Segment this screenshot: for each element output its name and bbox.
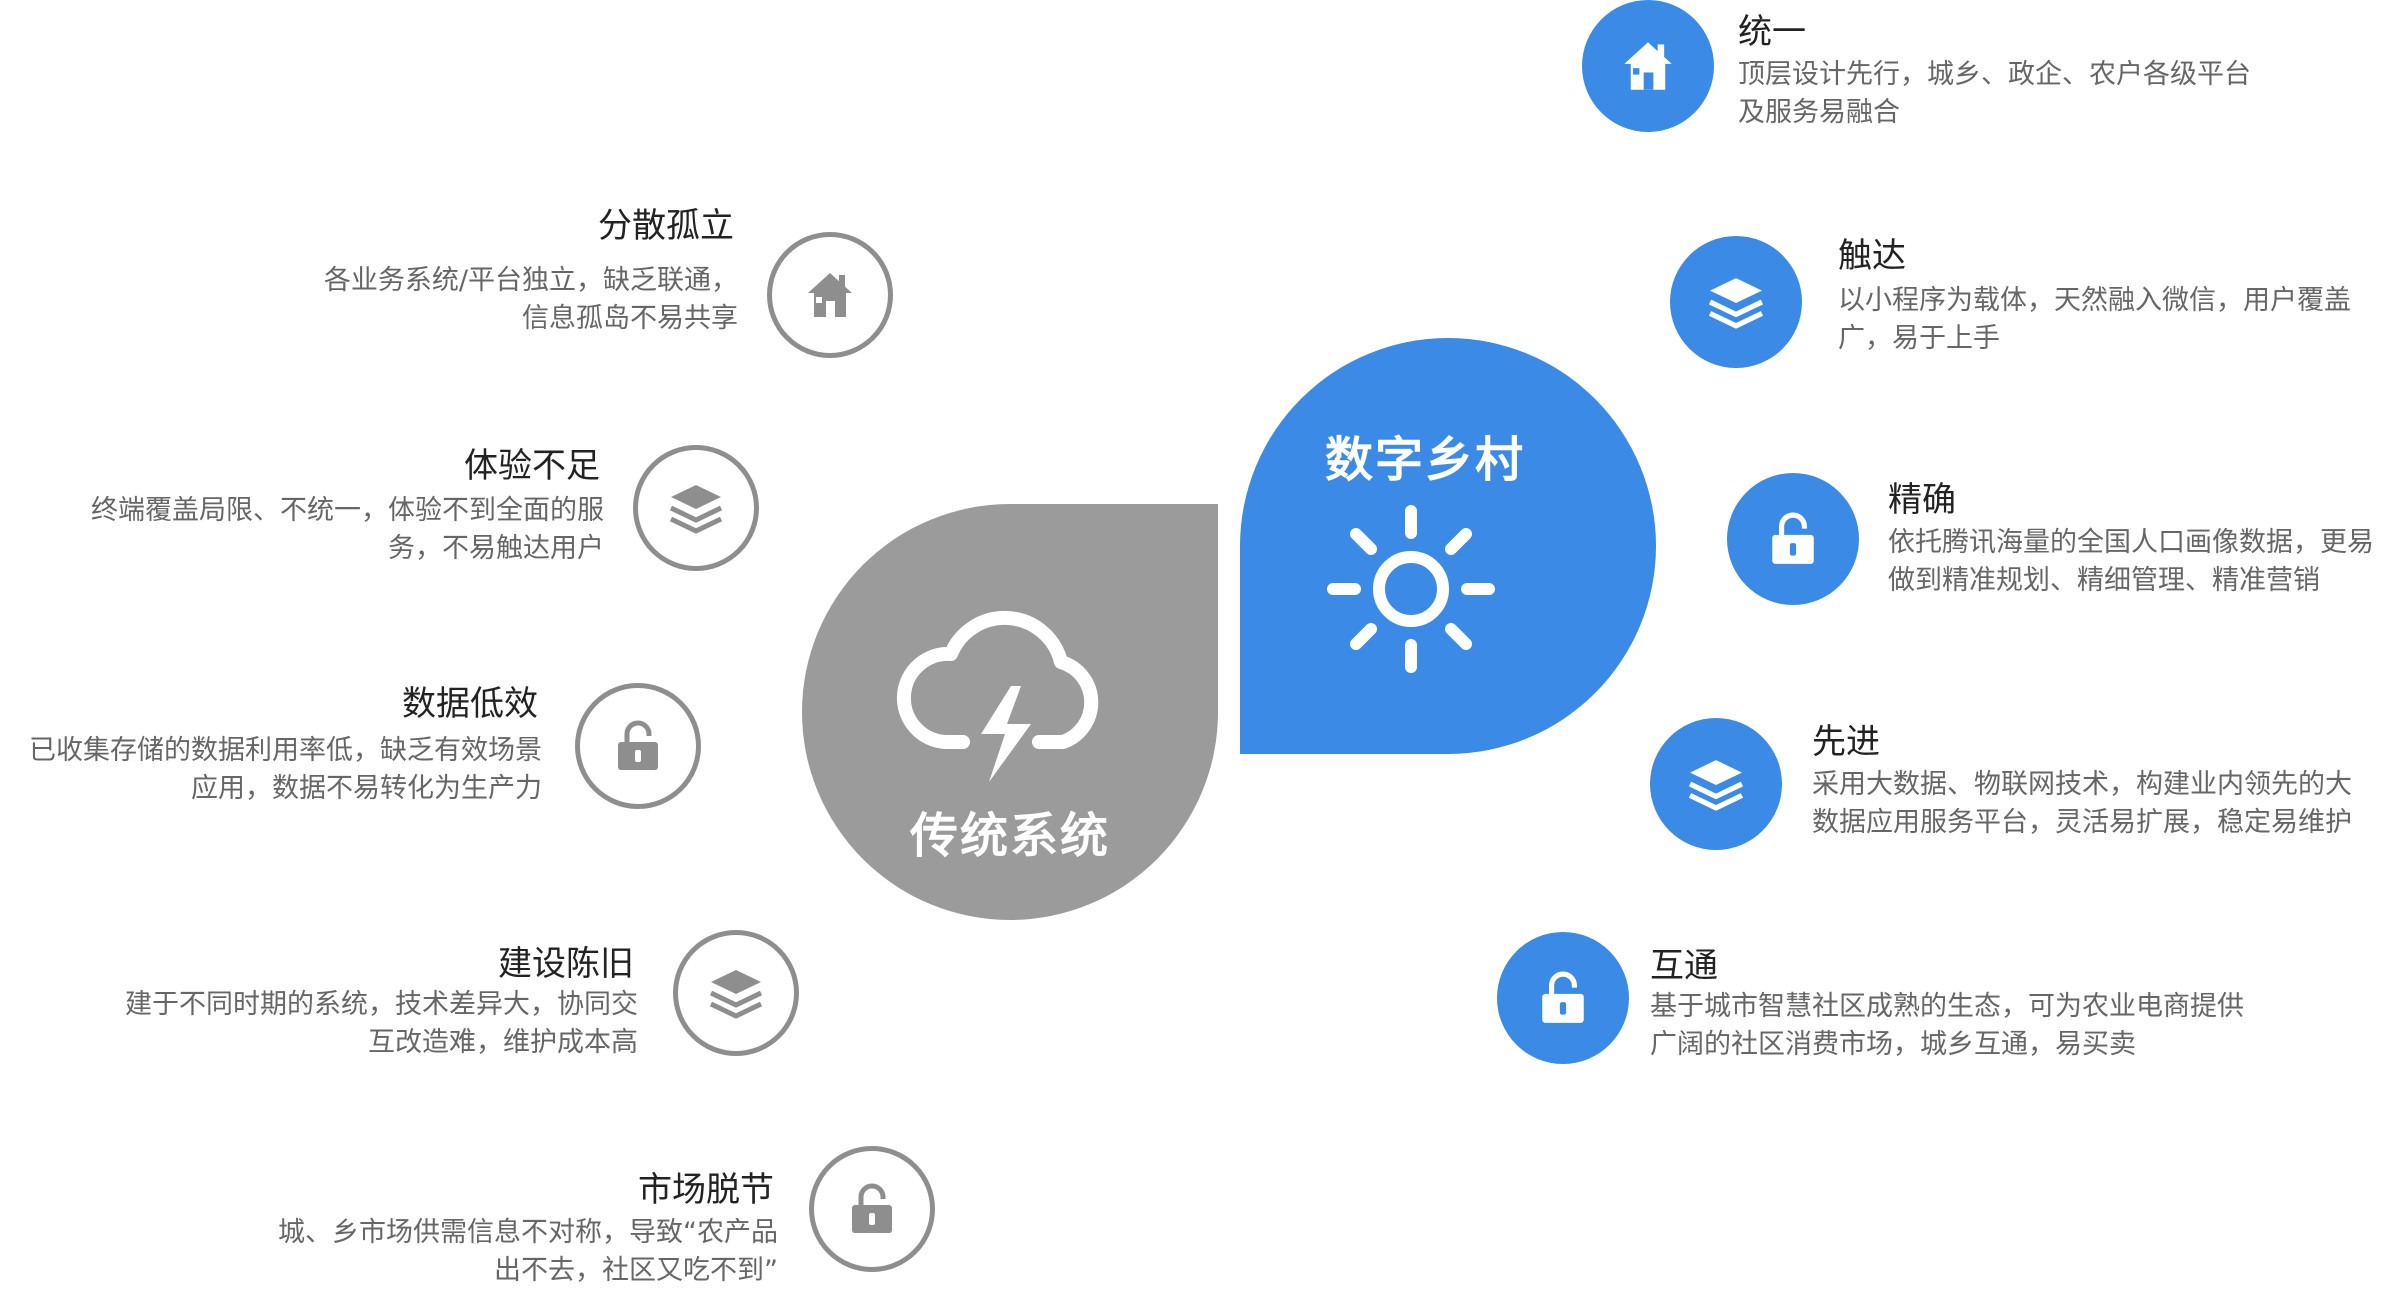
left-item-icon-circle <box>633 445 759 571</box>
left-item-icon-circle <box>809 1146 935 1272</box>
house-icon <box>808 273 852 317</box>
right-item-icon-circle <box>1497 932 1629 1064</box>
layers-icon <box>709 970 763 1019</box>
left-item-icon-circle <box>575 683 701 809</box>
right-item-title: 精确 <box>1888 480 1956 520</box>
layers-icon <box>1708 278 1764 329</box>
unlock-icon <box>852 1183 892 1233</box>
left-item-desc: 已收集存储的数据利用率低，缺乏有效场景 应用，数据不易转化为生产力 <box>29 735 542 804</box>
right-item-icon-circle <box>1650 718 1782 850</box>
right-item-desc: 以小程序为载体，天然融入微信，用户覆盖 广，易于上手 <box>1838 285 2351 354</box>
right-item-title: 先进 <box>1812 722 1880 762</box>
right-item-title: 触达 <box>1838 236 1906 276</box>
sun-icon <box>1327 505 1495 673</box>
right-item-desc: 依托腾讯海量的全国人口画像数据，更易 做到精准规划、精细管理、精准营销 <box>1888 527 2374 596</box>
unlock-icon <box>1542 971 1584 1023</box>
layers-icon <box>1688 760 1744 811</box>
left-item-title: 分散孤立 <box>598 206 734 246</box>
traditional-system-label: 传统系统 <box>909 808 1110 864</box>
left-item-desc: 各业务系统/平台独立，缺乏联通， 信息孤岛不易共享 <box>323 265 738 334</box>
left-item-desc: 建于不同时期的系统，技术差异大，协同交 互改造难，维护成本高 <box>125 989 638 1058</box>
house-icon <box>1624 42 1672 90</box>
left-item-desc: 终端覆盖局限、不统一，体验不到全面的服 务，不易触达用户 <box>91 495 604 564</box>
unlock-icon <box>618 720 658 770</box>
right-item-desc: 顶层设计先行，城乡、政企、农户各级平台 及服务易融合 <box>1738 59 2251 128</box>
right-item-icon-circle <box>1670 236 1802 368</box>
right-item-desc: 基于城市智慧社区成熟的生态，可为农业电商提供 广阔的社区消费市场，城乡互通，易买… <box>1650 991 2244 1060</box>
cloud-lightning-icon <box>896 610 1099 782</box>
left-item-icon-circle <box>673 930 799 1056</box>
left-item-title: 市场脱节 <box>638 1170 774 1210</box>
right-item-title: 统一 <box>1738 12 1806 52</box>
left-item-icon-circle <box>767 232 893 358</box>
left-item-title: 建设陈旧 <box>498 944 634 984</box>
left-item-title: 体验不足 <box>464 446 600 486</box>
right-item-title: 互通 <box>1650 946 1718 986</box>
right-item-icon-circle <box>1582 0 1714 132</box>
left-item-title: 数据低效 <box>402 684 538 724</box>
digital-village-label: 数字乡村 <box>1324 432 1525 488</box>
left-item-desc: 城、乡市场供需信息不对称，导致“农产品 出不去，社区又吃不到” <box>278 1217 778 1286</box>
right-item-icon-circle <box>1727 473 1859 605</box>
layers-icon <box>669 485 723 534</box>
right-item-desc: 采用大数据、物联网技术，构建业内领先的大 数据应用服务平台，灵活易扩展，稳定易维… <box>1812 769 2352 838</box>
unlock-icon <box>1772 512 1814 564</box>
